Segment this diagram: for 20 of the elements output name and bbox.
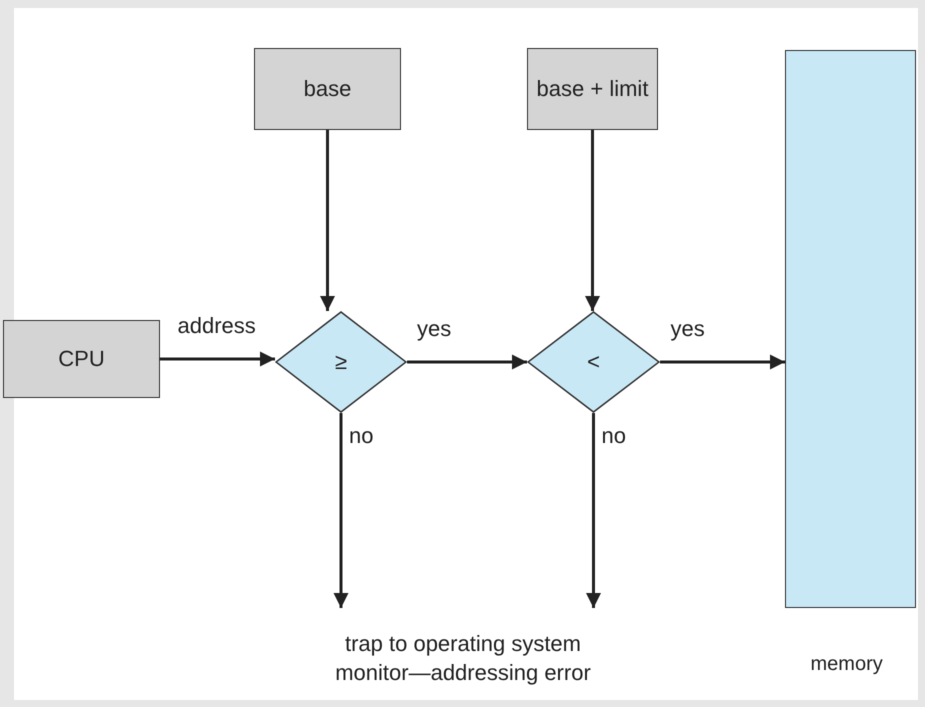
arrow	[334, 413, 348, 608]
node-label: CPU	[58, 346, 105, 372]
node-label: ≥	[334, 349, 348, 375]
register-box	[3, 320, 160, 398]
arrow	[660, 354, 785, 370]
node-label: base + limit	[536, 76, 648, 102]
decision-diamond	[275, 311, 407, 413]
node-label: <	[587, 349, 600, 375]
arrow	[160, 352, 275, 366]
node-label: base	[304, 76, 352, 102]
note-text: trap to operating system monitor—addressing error	[318, 628, 608, 690]
arrow	[586, 413, 601, 608]
decision-diamond	[527, 311, 660, 413]
caption-text: memory	[810, 653, 883, 676]
arrow	[407, 354, 527, 370]
memory-block	[785, 50, 916, 608]
arrow	[320, 130, 335, 311]
register-box	[254, 48, 401, 130]
register-box	[527, 48, 658, 130]
arrow	[585, 130, 600, 311]
